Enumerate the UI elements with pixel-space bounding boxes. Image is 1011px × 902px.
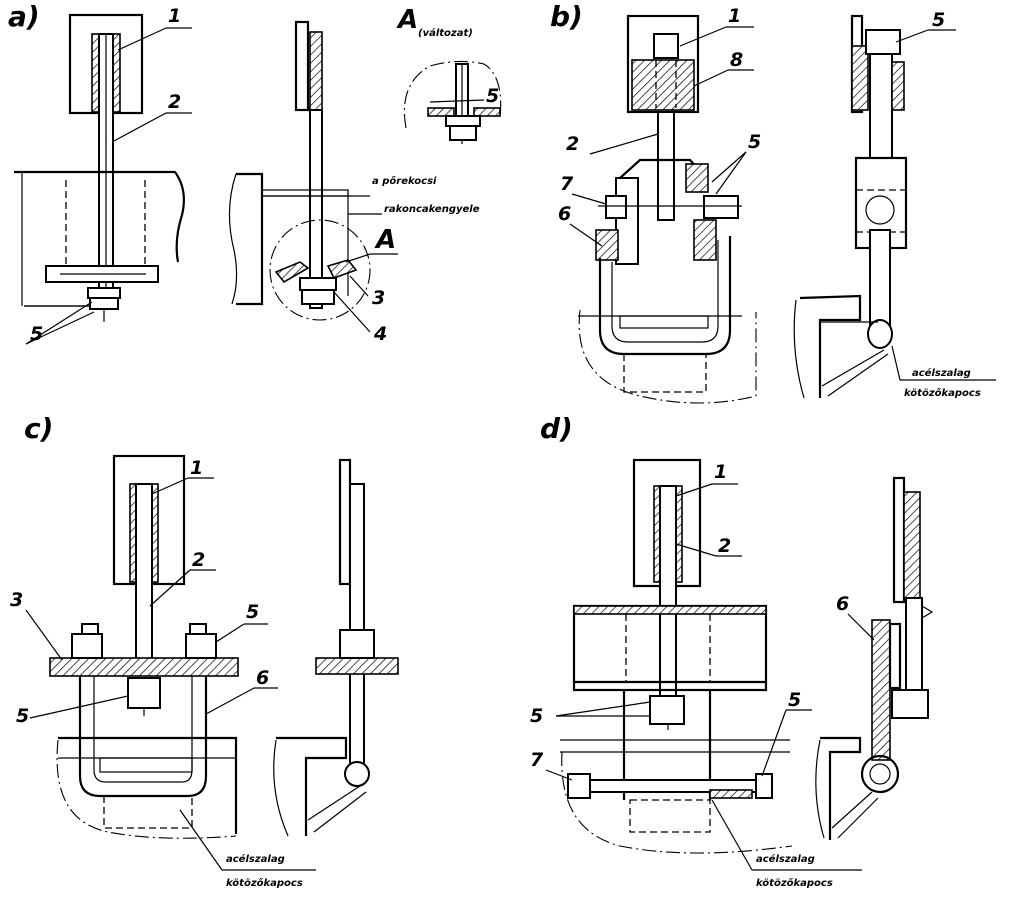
label-2: 2 <box>168 91 181 113</box>
panel-c-tag: c) <box>24 412 53 445</box>
note-rack-bracket-line2: rakoncakengyele <box>384 204 480 215</box>
caption-steel-band-line1: acélszalag <box>756 853 815 865</box>
label-5: 5 <box>788 689 801 711</box>
panel-c: c) 1 2 3 5 <box>10 412 399 889</box>
panel-a-detail-A: A (változat) 5 <box>396 5 502 144</box>
label-1: 1 <box>714 461 727 483</box>
panel-b-tag: b) <box>550 0 583 33</box>
label-1: 1 <box>190 457 203 479</box>
panel-a-front-view: 1 2 5 <box>14 5 192 345</box>
panel-b: b) 1 8 <box>550 0 996 404</box>
detail-A-subtitle: (változat) <box>418 27 473 39</box>
detail-A-label-5: 5 <box>486 85 499 107</box>
caption-steel-band-line2: kötözőkapocs <box>226 877 303 889</box>
caption-steel-band-line2: kötözőkapocs <box>904 387 981 399</box>
label-6: 6 <box>558 203 571 225</box>
label-6: 6 <box>836 593 849 615</box>
label-6: 6 <box>256 667 269 689</box>
panel-c-side-view <box>273 458 399 837</box>
label-2: 2 <box>192 549 205 571</box>
panel-a-tag: a) <box>8 0 40 33</box>
label-7: 7 <box>530 749 544 771</box>
caption-steel-band-line1: acélszalag <box>226 853 285 865</box>
label-5: 5 <box>932 9 945 31</box>
panel-a-side-view: a pőrekocsi rakoncakengyele A 3 4 <box>228 20 480 345</box>
label-5: 5 <box>530 705 543 727</box>
panel-c-front-view: 1 2 3 5 5 6 acélszalag kötözőkapocs <box>10 454 316 889</box>
label-2: 2 <box>566 133 579 155</box>
label-5: 5 <box>748 131 761 153</box>
label-2: 2 <box>718 535 731 557</box>
label-3: 3 <box>372 287 385 309</box>
label-7: 7 <box>560 173 574 195</box>
panel-d-tag: d) <box>540 412 573 445</box>
panel-b-front-view: 1 8 2 7 6 5 <box>558 5 761 404</box>
panel-a: a) 1 2 5 <box>8 0 502 345</box>
label-1: 1 <box>168 5 181 27</box>
caption-steel-band-line2: kötözőkapocs <box>756 877 833 889</box>
label-5: 5 <box>246 601 259 623</box>
panel-d-side-view: 6 <box>815 476 934 840</box>
note-rack-bracket-line1: a pőrekocsi <box>372 175 437 187</box>
panel-b-side-view: 5 acélszalag kötözőkapocs <box>793 9 996 399</box>
label-4: 4 <box>373 323 387 345</box>
detail-mark-A: A <box>374 225 396 255</box>
panel-d-front-view: 1 2 5 5 7 acélszalag kötözőkapocs <box>530 458 862 889</box>
label-1: 1 <box>728 5 741 27</box>
panel-d: d) 1 2 5 <box>530 412 934 889</box>
label-5: 5 <box>16 705 29 727</box>
detail-A-title: A <box>396 5 418 35</box>
label-8: 8 <box>730 49 743 71</box>
label-3: 3 <box>10 589 23 611</box>
caption-steel-band-line1: acélszalag <box>912 367 971 379</box>
